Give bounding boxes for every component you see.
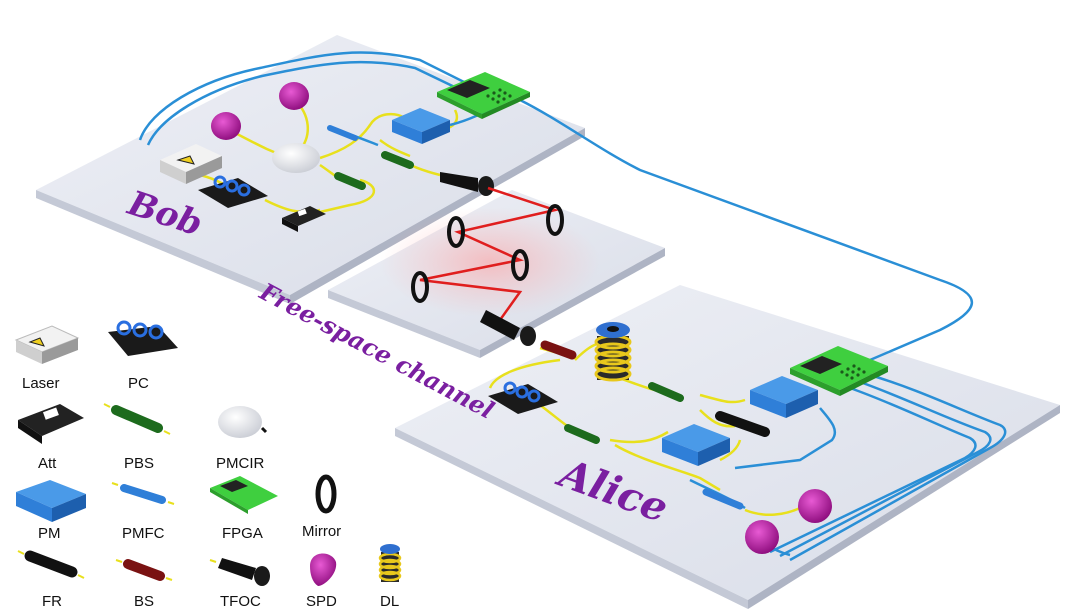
legend-pm-label: PM (38, 525, 61, 542)
bob-tfoc (440, 172, 494, 196)
free-space-channel-board (328, 190, 665, 358)
legend-fr-icon (17, 550, 85, 579)
legend-mirror-label: Mirror (302, 523, 341, 540)
alice-tfoc (480, 310, 536, 346)
alice-pbs-1 (564, 424, 600, 444)
alice-bs (540, 340, 577, 360)
legend-laser-icon (14, 325, 80, 364)
bob-pbs-1 (381, 151, 414, 169)
bob-spd-1 (279, 82, 309, 110)
legend-pc-icon (108, 320, 178, 356)
channel-mirrors (411, 204, 564, 303)
legend-pmfc-label: PMFC (122, 525, 165, 542)
alice-pm-1 (750, 376, 818, 418)
legend-tfoc-icon (209, 558, 270, 586)
legend-tfoc-label: TFOC (220, 593, 261, 610)
mirror-3 (511, 249, 529, 281)
alice-dl (594, 322, 632, 382)
alice-fpga (790, 346, 888, 396)
bob-fpga (437, 72, 530, 119)
mirror-4 (411, 271, 429, 303)
legend-pmcir-icon (218, 406, 268, 438)
legend-laser-label: Laser (22, 375, 60, 392)
bob-att (282, 206, 326, 232)
bob-pbs-2 (334, 172, 366, 190)
legend-pmfc-icon (111, 482, 175, 505)
legend-pbs-label: PBS (124, 455, 154, 472)
alice-spd-2 (745, 520, 779, 554)
legend-pc-label: PC (128, 375, 149, 392)
legend-fpga-icon (210, 476, 278, 514)
mirror-1 (546, 204, 564, 236)
alice-pbs-2 (648, 382, 684, 402)
legend-mirror-icon (315, 474, 337, 514)
legend-att-label: Att (38, 455, 57, 472)
bob-pm (392, 108, 450, 144)
legend-bs-icon (115, 559, 173, 581)
alice-spd-1 (798, 489, 832, 523)
alice-components (488, 322, 1007, 562)
bob-pmcir (272, 143, 320, 173)
legend-att-icon (18, 404, 84, 444)
legend-pm-icon (16, 480, 86, 522)
alice-pmfc (702, 488, 744, 510)
bob-components (160, 72, 530, 232)
legend-pbs-icon (103, 403, 171, 435)
legend-dl-label: DL (380, 593, 399, 610)
legend-pmcir-label: PMCIR (216, 455, 265, 472)
legend-fr-label: FR (42, 593, 62, 610)
bob-spd-2 (211, 112, 241, 140)
bob-pmfc (327, 125, 358, 141)
alice-pm-2 (662, 424, 730, 466)
legend-bs-label: BS (134, 593, 154, 610)
legend-spd-label: SPD (306, 593, 337, 610)
bob-laser (160, 144, 222, 184)
legend-spd-icon (310, 553, 337, 586)
bob-pc (198, 175, 268, 208)
free-space-beam (419, 186, 560, 321)
component-legend: Laser PC Att PBS (14, 320, 402, 610)
legend-dl-icon (378, 544, 402, 582)
alice-fr (715, 411, 770, 437)
fiber-link-bob-alice (138, 51, 974, 362)
legend-fpga-label: FPGA (222, 525, 263, 542)
mirror-2 (447, 216, 465, 248)
alice-pc (488, 381, 558, 414)
